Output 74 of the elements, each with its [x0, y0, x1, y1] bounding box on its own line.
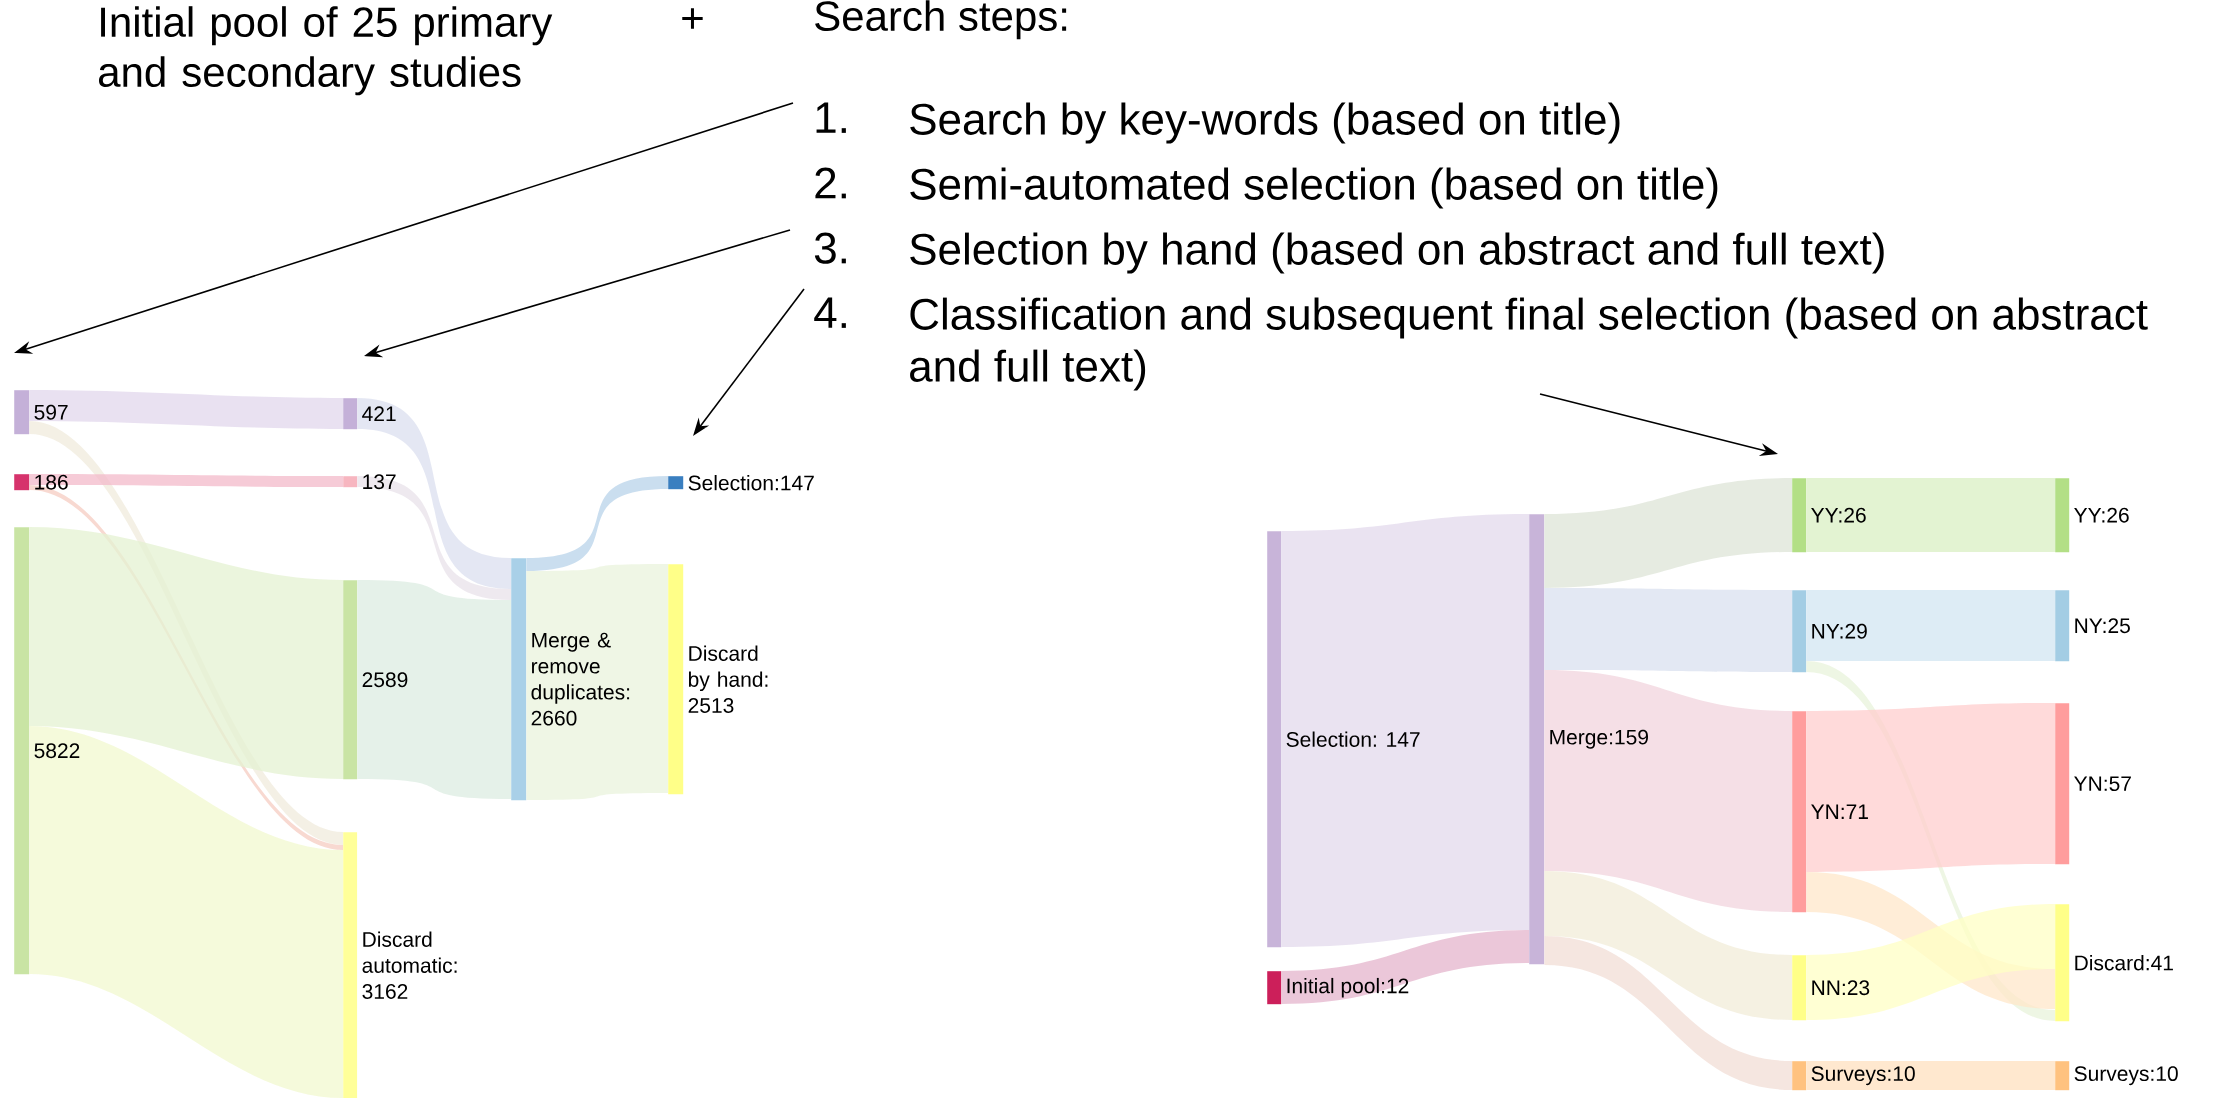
step-item: 1. Search by key-words (based on title) — [816, 102, 1620, 144]
flow-band — [526, 476, 668, 571]
node-label: Merge:159 — [1550, 729, 1648, 749]
bar — [2055, 1061, 2070, 1091]
bar — [1792, 711, 1807, 913]
bar — [1792, 955, 1807, 1021]
bar — [2055, 703, 2070, 865]
bar — [2055, 478, 2070, 553]
flow-band — [1806, 590, 2055, 661]
node-label: Surveys:10 — [2074, 1066, 2178, 1086]
node-label: Selection: 147 — [1286, 731, 1420, 747]
bar — [2055, 904, 2070, 1022]
flow-band — [1806, 478, 2055, 552]
flow-band — [29, 390, 343, 429]
node-label: Selection:147 — [688, 475, 814, 491]
node-label: 137 — [363, 474, 396, 490]
node-label: 597 — [34, 404, 68, 420]
flow-band — [1544, 670, 1792, 912]
bar — [1267, 531, 1282, 948]
bar — [1529, 514, 1545, 965]
node-label: YY:26 — [1811, 507, 1866, 523]
flow-band — [357, 398, 511, 589]
flow-band — [526, 564, 668, 800]
flow-band — [1544, 936, 1792, 1090]
flow-band — [1281, 930, 1529, 1004]
flow-band — [1544, 871, 1792, 1020]
node-label: Discard:41 — [2075, 955, 2173, 971]
bar — [343, 832, 358, 1098]
bar — [14, 390, 30, 435]
node-label: NY:25 — [2075, 618, 2130, 634]
node-label: YN:71 — [1811, 804, 1868, 819]
heading-text: Initial pool of 25 primary and secondary studies — [99, 6, 553, 96]
flow-band — [1806, 703, 2055, 872]
node-label: YN:57 — [2074, 776, 2131, 791]
node-label: Discard by hand: 2513 — [688, 645, 768, 713]
node-label: NN:23 — [1812, 980, 1870, 996]
node-label: Surveys:10 — [1811, 1066, 1915, 1086]
bar — [14, 527, 30, 975]
flow-band — [1806, 904, 2055, 1020]
bar — [1267, 971, 1282, 1005]
node-label: Initial pool:12 — [1287, 977, 1409, 998]
node-label: 421 — [362, 406, 396, 422]
flow-band — [29, 474, 343, 487]
flow-band — [29, 527, 343, 779]
node-label: 186 — [35, 474, 68, 490]
bar — [668, 476, 684, 490]
bar — [511, 558, 527, 801]
flow-band — [29, 726, 343, 1098]
node-label: 5822 — [34, 743, 80, 759]
node-label: YY:26 — [2074, 507, 2129, 523]
bar — [1792, 1061, 1807, 1091]
bar — [1792, 478, 1807, 553]
flow-band — [1544, 478, 1792, 588]
step-item: 4. Classification and subsequent final selection (based on abstract and full text) — [814, 297, 2148, 391]
bar — [343, 476, 358, 488]
bar — [668, 564, 684, 795]
node-label: 2589 — [362, 672, 408, 688]
flow-band — [1544, 588, 1792, 672]
flow-band — [1281, 514, 1529, 947]
node-label: Merge & remove duplicates: 2660 — [531, 632, 630, 726]
node-label: Discard automatic: 3162 — [362, 931, 457, 999]
node-label: NY:29 — [1812, 623, 1867, 639]
bar — [343, 398, 358, 430]
heading-text: Search steps: — [815, 0, 1067, 40]
bar — [14, 474, 30, 491]
bar — [1792, 590, 1807, 673]
flow-band — [1806, 1061, 2055, 1090]
flow-band — [357, 580, 511, 799]
step-item: 3. Selection by hand (based on abstract and full text) — [814, 232, 1884, 274]
step-item: 2. Semi-automated selection (based on title) — [815, 167, 1718, 209]
bar — [343, 580, 358, 780]
heading-text: + — [682, 8, 703, 29]
flow-band — [357, 476, 511, 600]
bar — [2055, 590, 2070, 662]
